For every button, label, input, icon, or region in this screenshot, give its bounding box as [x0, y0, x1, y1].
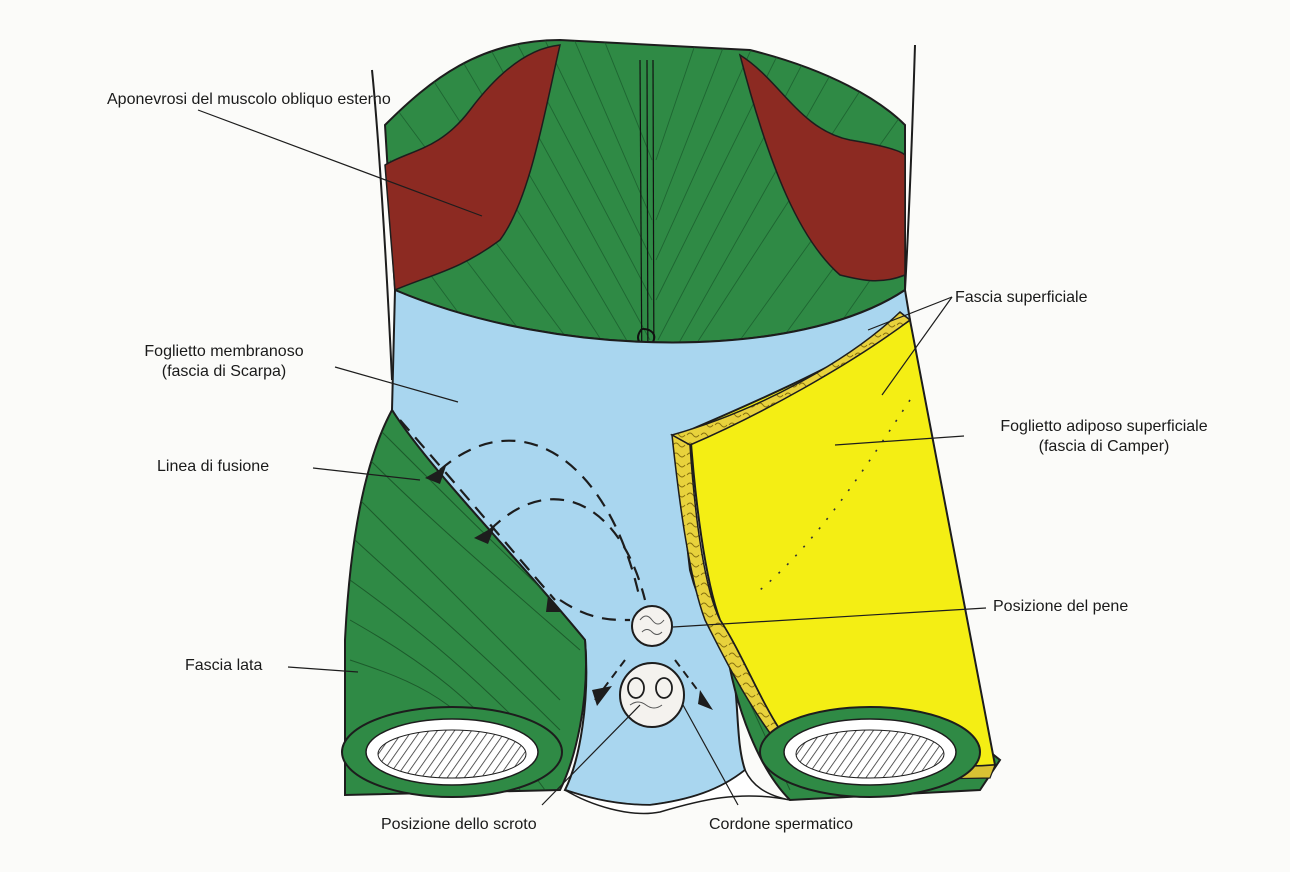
label-superficial-fascia: Fascia superficiale: [955, 288, 1088, 308]
left-thigh-cut-end: [342, 707, 562, 797]
left-torso-outline: [372, 70, 392, 380]
label-fascia-lata: Fascia lata: [185, 656, 262, 676]
label-spermatic-cord: Cordone spermatico: [709, 815, 853, 835]
label-penis-position: Posizione del pene: [993, 597, 1128, 617]
label-scrotum-position: Posizione dello scroto: [381, 815, 537, 835]
label-fusion-line: Linea di fusione: [157, 457, 269, 477]
penis-position-marker: [632, 606, 672, 646]
label-membranous-layer-line2: (fascia di Scarpa): [112, 362, 336, 382]
right-torso-outline: [905, 45, 915, 290]
label-fatty-layer-line2: (fascia di Camper): [968, 437, 1240, 457]
label-external-oblique-aponeurosis: Aponevrosi del muscolo obliquo esterno: [107, 90, 391, 110]
label-membranous-layer: Foglietto membranoso (fascia di Scarpa): [112, 342, 336, 382]
right-thigh-cut-end: [760, 707, 980, 797]
label-fatty-layer: Foglietto adiposo superficiale (fascia d…: [968, 417, 1240, 457]
label-fatty-layer-line1: Foglietto adiposo superficiale: [968, 417, 1240, 437]
scrotum-position-marker: [620, 663, 684, 727]
label-membranous-layer-line1: Foglietto membranoso: [112, 342, 336, 362]
